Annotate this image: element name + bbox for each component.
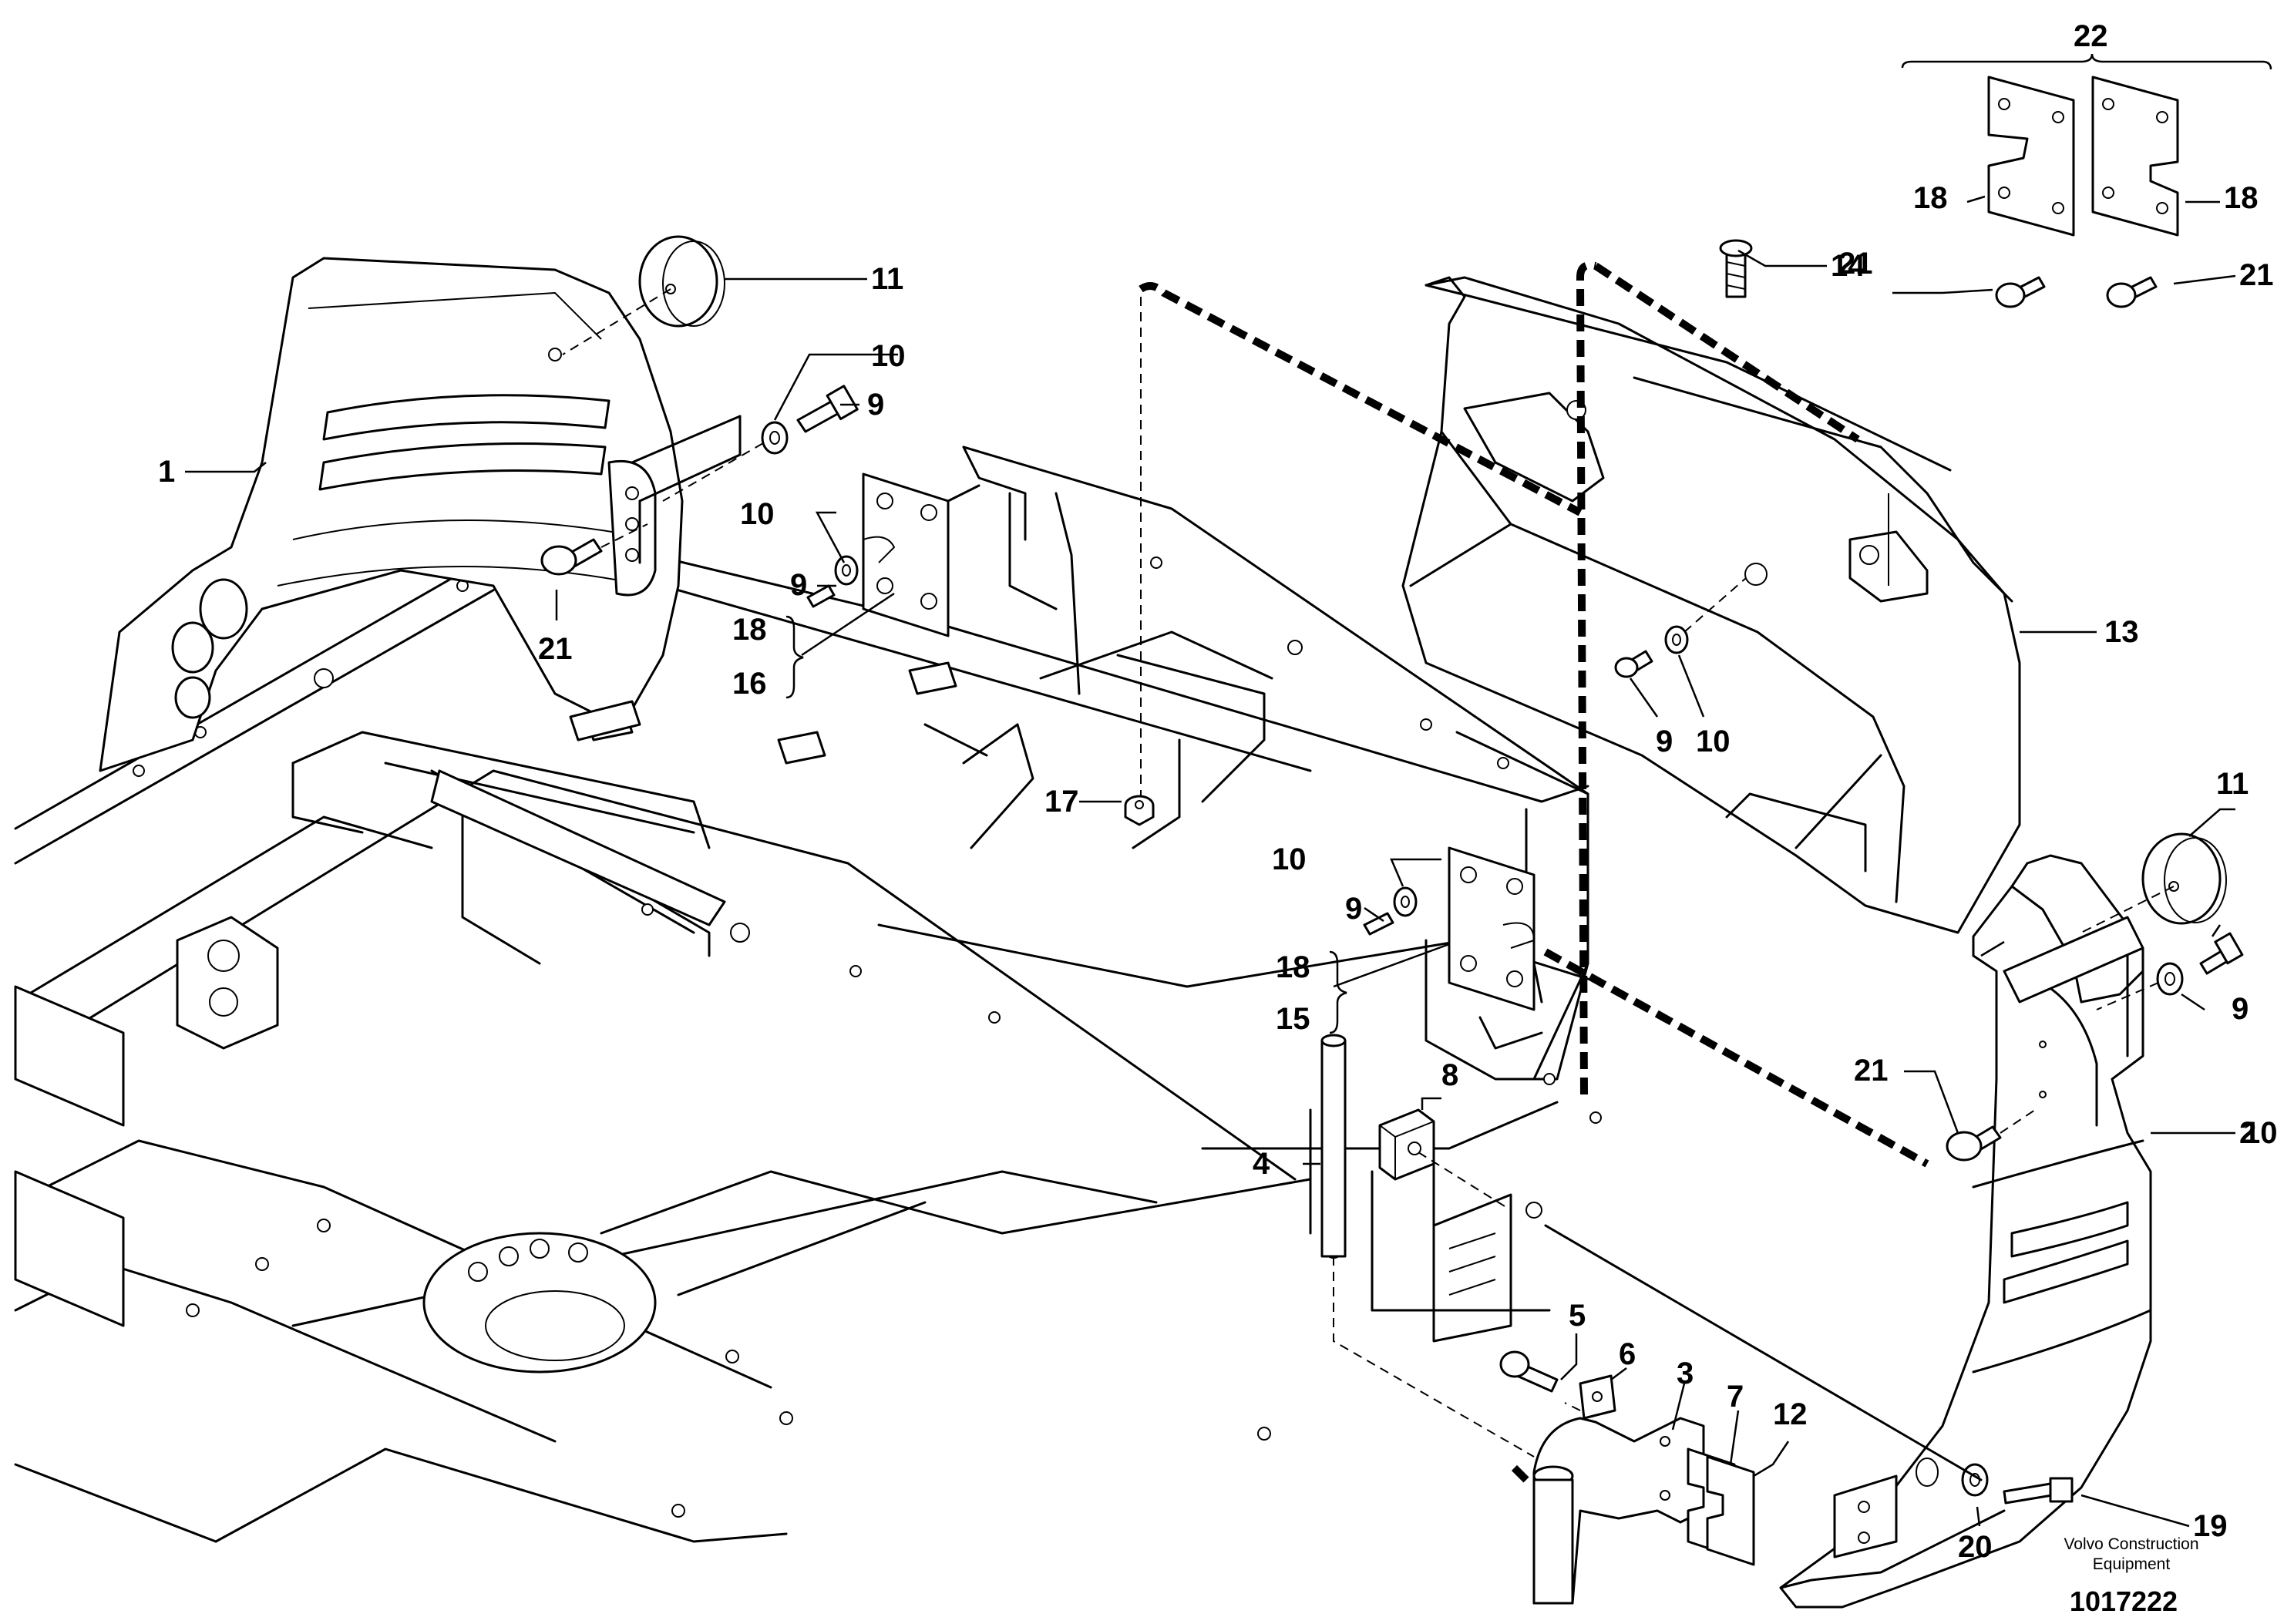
callout-9: 9: [867, 388, 884, 422]
part-8-block: [1378, 1108, 1512, 1211]
callout-10: 10: [740, 497, 775, 531]
callout-10: 10: [1272, 842, 1307, 876]
assembly-lines: [1139, 261, 1983, 1483]
part-13-counterweight: [1401, 276, 2021, 934]
part-22-kit: [1901, 53, 2272, 308]
part-2-right-cover: [1779, 854, 2152, 1609]
callout-10: 10: [871, 339, 906, 373]
callout-9: 9: [1656, 725, 1673, 758]
left-bolt-21: [540, 523, 648, 576]
callout-18: 18: [2224, 181, 2259, 215]
part-4-pin: [1320, 1034, 1347, 1258]
callout-3: 3: [1677, 1357, 1694, 1390]
callout-16: 16: [732, 667, 767, 701]
part-5-bolt: [1499, 1350, 1559, 1393]
middle-bolt-9-and-washer-10: [1614, 577, 1747, 678]
part-11-cap-right: [2080, 832, 2227, 933]
part-12-shim: [1706, 1455, 1755, 1566]
right-bolt-9-and-washer-10: [2096, 932, 2244, 1057]
callout-4: 4: [1253, 1147, 1270, 1181]
brand-line-1: Volvo Construction: [2064, 1535, 2198, 1553]
callout-5: 5: [1569, 1299, 1586, 1333]
right-bolt-21: [1946, 1109, 2036, 1162]
part-15-plate: [1363, 846, 1536, 1011]
callout-21: 21: [1838, 247, 1873, 281]
callout-18: 18: [1276, 950, 1310, 984]
callout-19: 19: [2193, 1509, 2228, 1543]
callout-17: 17: [1044, 785, 1079, 819]
callout-11: 11: [871, 262, 903, 296]
upper-frame: [14, 446, 1602, 1543]
callout-6: 6: [1619, 1337, 1636, 1371]
callout-18: 18: [732, 613, 767, 647]
part-6-plate: [1579, 1374, 1616, 1420]
callout-labels: 1 2 3 4 5 6 7 8 9 9 9 9 9 10 10 10 10 10…: [158, 19, 2278, 1564]
left-bolt-9-and-washer-10: [631, 385, 859, 564]
part-11-cap-left: [562, 235, 725, 355]
callout-18: 18: [1913, 181, 1948, 215]
callout-9: 9: [790, 568, 807, 602]
callout-2: 2: [2239, 1116, 2256, 1150]
part-3-hinge: [1532, 1417, 1705, 1605]
part-14-bolt: [1719, 239, 1753, 298]
part-17-nut: [1124, 795, 1155, 826]
callout-15: 15: [1276, 1002, 1310, 1036]
callout-11: 11: [2216, 767, 2249, 801]
callout-9: 9: [1345, 892, 1362, 926]
part-1-left-cover: [99, 257, 684, 772]
callout-20: 20: [1958, 1530, 1993, 1564]
callout-1: 1: [158, 455, 175, 489]
callout-13: 13: [2104, 615, 2139, 649]
callout-7: 7: [1727, 1380, 1744, 1414]
title-block: Volvo Construction Equipment 1017222: [2064, 1535, 2198, 1617]
part-16-plate: [806, 472, 980, 637]
callout-14: 14: [1831, 249, 1865, 283]
callout-21: 21: [2239, 258, 2274, 292]
brand-line-2: Equipment: [2093, 1555, 2171, 1573]
callout-8: 8: [1441, 1058, 1458, 1092]
callout-10: 10: [1696, 725, 1731, 758]
leader-lines: [185, 195, 2236, 1528]
callout-21: 21: [1854, 1054, 1889, 1088]
document-number: 1017222: [2070, 1585, 2178, 1617]
callout-9: 9: [2232, 992, 2249, 1026]
callout-12: 12: [1773, 1397, 1808, 1431]
frame-holes: [133, 541, 1602, 1518]
callout-10: 10: [2243, 1116, 2278, 1150]
callout-22: 22: [2074, 19, 2108, 53]
callout-21: 21: [538, 632, 573, 666]
